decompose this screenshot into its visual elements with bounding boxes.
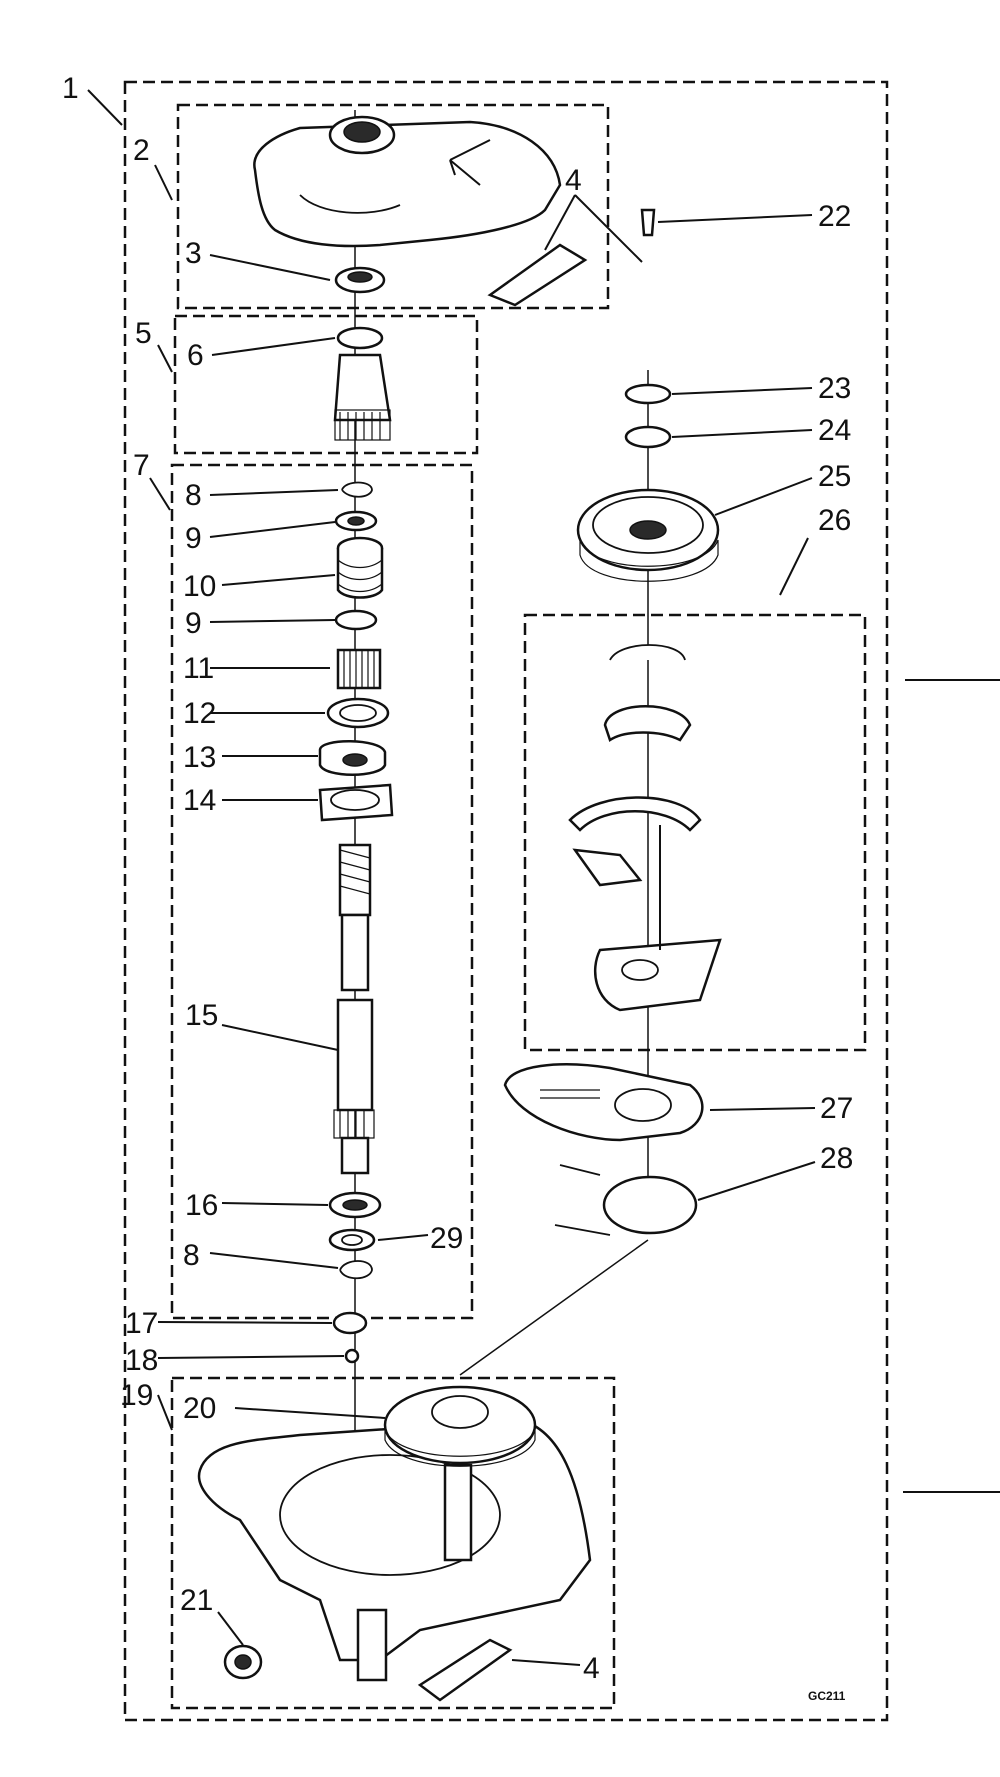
callout-4-lower: 4 <box>583 1652 600 1685</box>
leader-lines <box>87 89 816 1666</box>
callout-20: 20 <box>183 1392 216 1425</box>
cross-axis-line <box>459 1239 649 1376</box>
callout-12: 12 <box>183 697 216 730</box>
callout-5: 5 <box>135 317 152 350</box>
ring-part-12 <box>326 697 390 729</box>
callout-3: 3 <box>185 237 202 270</box>
housing-part-19 <box>197 1418 592 1682</box>
outer-assembly-box <box>123 80 889 1722</box>
washer-part-24 <box>624 425 672 449</box>
callout-10: 10 <box>183 570 216 603</box>
callout-28: 28 <box>820 1142 853 1175</box>
callout-26: 26 <box>818 504 851 537</box>
callout-14: 14 <box>183 784 216 817</box>
drive-gear-part-25 <box>576 488 720 582</box>
callout-6: 6 <box>187 339 204 372</box>
pinion-group-box <box>173 314 479 455</box>
callout-4-upper: 4 <box>565 164 582 197</box>
cover-group-box <box>176 103 610 310</box>
callout-21: 21 <box>180 1584 213 1617</box>
callout-24: 24 <box>818 414 851 447</box>
cam-part-13 <box>318 740 387 776</box>
callout-15: 15 <box>185 999 218 1032</box>
callout-22: 22 <box>818 200 851 233</box>
callout-23: 23 <box>818 372 851 405</box>
seal-part-16 <box>328 1191 382 1219</box>
callout-29: 29 <box>430 1222 463 1255</box>
housing-group-box <box>170 1376 616 1710</box>
callout-2: 2 <box>133 134 150 167</box>
washer-part-9-upper <box>334 510 378 532</box>
clip-part-22 <box>640 208 656 237</box>
shaft-group-box <box>170 463 474 1320</box>
gear-part-20 <box>383 1385 537 1467</box>
ball-part-18 <box>344 1348 360 1364</box>
retaining-ring-part-8-lower <box>339 1260 373 1280</box>
gearcase-cover-part <box>253 115 562 248</box>
spring-clip-part-28 <box>554 1164 698 1236</box>
callout-7: 7 <box>133 449 150 482</box>
seal-kit-part-4-lower <box>417 1638 513 1702</box>
callout-8-upper: 8 <box>185 479 202 512</box>
drawing-code: GC211 <box>808 1689 846 1703</box>
washer-part-29 <box>328 1228 376 1252</box>
callout-9-upper: 9 <box>185 522 202 555</box>
shift-group-box <box>523 613 867 1052</box>
pinion-gear-part-6 <box>333 326 392 441</box>
callout-25: 25 <box>818 460 851 493</box>
agitator-shaft-part-15 <box>333 843 375 1175</box>
retaining-ring-part-8-upper <box>341 481 373 498</box>
spring-part-10 <box>336 536 384 599</box>
callout-17: 17 <box>125 1307 158 1340</box>
callout-9-lower: 9 <box>185 607 202 640</box>
shift-lever-part-27 <box>503 1063 704 1142</box>
callout-27: 27 <box>820 1092 853 1125</box>
callout-13: 13 <box>183 741 216 774</box>
washer-part-23 <box>624 383 672 405</box>
bearing-part-17 <box>332 1311 368 1335</box>
callout-11: 11 <box>183 652 214 685</box>
callout-8-lower: 8 <box>183 1239 200 1272</box>
callout-18: 18 <box>125 1344 158 1377</box>
bearing-part-3 <box>334 266 386 294</box>
clutch-gear-part-11 <box>336 648 382 690</box>
callout-19: 19 <box>120 1379 153 1412</box>
clutch-part-14 <box>318 783 394 822</box>
shift-assembly-part-26 <box>568 644 722 1012</box>
callout-1: 1 <box>62 72 79 105</box>
washer-part-9-lower <box>334 609 378 631</box>
seal-kit-part-4-upper <box>487 243 588 307</box>
callout-16: 16 <box>185 1189 218 1222</box>
bushing-part-21 <box>223 1644 263 1680</box>
